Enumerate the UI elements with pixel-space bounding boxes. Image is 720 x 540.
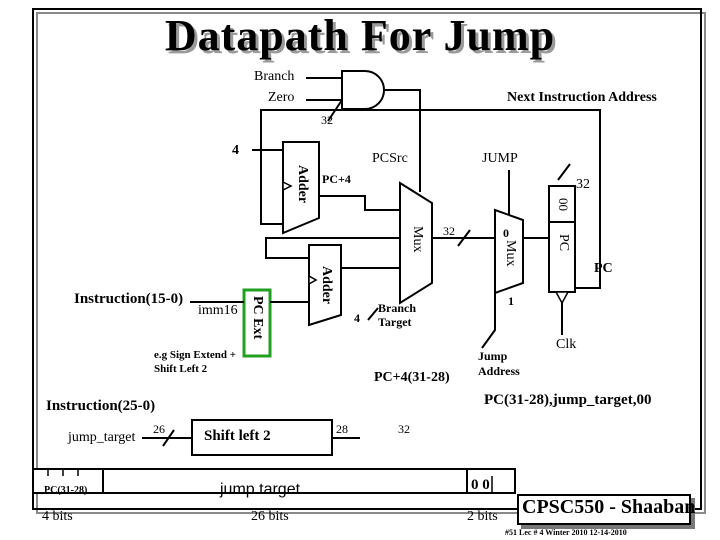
branch-label: Branch <box>254 69 295 84</box>
adder-top-notch <box>282 180 293 192</box>
adder-bottom-notch <box>308 274 318 286</box>
bus-tick-top <box>327 99 343 122</box>
zero-label: Zero <box>268 90 295 105</box>
mux-right-label: Mux <box>503 240 518 267</box>
slide-frame <box>32 8 702 510</box>
const-4-label: 4 <box>232 143 239 158</box>
footer-title: CPSC550 - Shaaban <box>522 496 696 518</box>
bus-26-label: 26 <box>153 422 165 436</box>
adder-top-shape <box>282 141 320 235</box>
bits-00-label: 00 <box>556 198 571 211</box>
target-field-label: jump target <box>220 481 301 498</box>
instruction-25-0-label: Instruction(25-0) <box>46 398 156 414</box>
jump-label: JUMP <box>482 151 518 166</box>
pc-ext-box <box>242 288 272 358</box>
bus-tick-right <box>557 163 571 181</box>
clock-triangle <box>554 291 570 305</box>
target-bits-label: 26 bits <box>251 509 289 524</box>
pc-plus-4-wire <box>319 195 402 211</box>
next-instruction-address-label: Next Instruction Address <box>507 90 657 105</box>
pc-bits-label: 4 bits <box>42 509 73 524</box>
shift-left-2-label: Shift left 2 <box>204 428 271 444</box>
mux-right-shape <box>494 208 524 295</box>
pc-field-label: PC(31-28) <box>44 485 88 496</box>
and-gate <box>341 70 385 110</box>
zero-field-label: 0 0 <box>471 477 490 493</box>
frame-shadow <box>36 12 706 514</box>
footer-box <box>517 494 691 525</box>
bus-32-right-label: 32 <box>576 177 590 192</box>
bus-32-mid-label: 32 <box>443 224 455 238</box>
bus-32-top-label: 32 <box>321 113 333 127</box>
mux-input-0-label: 0 <box>503 226 509 240</box>
pc-plus-4-31-28-label: PC+4(31-28) <box>374 370 450 385</box>
sign-extend-note-label: e.g Sign Extend + Shift Left 2 <box>154 349 237 375</box>
mux-input-1-label: 1 <box>508 294 514 308</box>
pc-plus-4-to-adder <box>265 237 400 259</box>
adder-bottom-shape <box>308 244 342 327</box>
jump-target-in-label: jump_target <box>68 430 136 445</box>
footer-meta: #51 Lec # 4 Winter 2010 12-14-2010 <box>505 528 627 537</box>
pc-plus-4-label: PC+4 <box>322 172 351 186</box>
mux-left-label: Mux <box>410 226 425 253</box>
bus-28-label: 28 <box>336 422 348 436</box>
imm16-label: imm16 <box>198 303 238 318</box>
jump-address-wire <box>481 270 496 349</box>
adder-top-label: Adder <box>295 165 310 204</box>
branch-target-tick <box>367 307 379 321</box>
zero-bits-label: 2 bits <box>467 509 498 524</box>
bus-32-bottom-label: 32 <box>398 422 410 436</box>
gate-output-wire <box>384 89 421 192</box>
pc-register-label: PC <box>556 234 571 252</box>
const-4-lower-label: 4 <box>354 311 360 325</box>
slide-title: Datapath For Jump <box>164 11 556 60</box>
next-address-wire <box>260 109 601 289</box>
mux-left-shape <box>399 181 433 305</box>
adder-bottom-label: Adder <box>319 266 334 305</box>
clk-label: Clk <box>556 337 577 352</box>
pcsrc-label: PCSrc <box>372 151 408 166</box>
bus-tick-mid <box>457 229 471 247</box>
instruction-15-0-label: Instruction(15-0) <box>74 291 184 307</box>
bus-tick-26 <box>162 429 175 447</box>
pc-out-label: PC <box>594 261 613 276</box>
jump-address-formula-label: PC(31-28),jump_target,00 <box>484 392 652 408</box>
branch-target-label: Branch Target <box>378 301 417 329</box>
address-bar <box>32 468 516 494</box>
pc-ext-label: PC Ext <box>250 296 265 340</box>
jump-address-label: Jump Address <box>478 349 520 378</box>
